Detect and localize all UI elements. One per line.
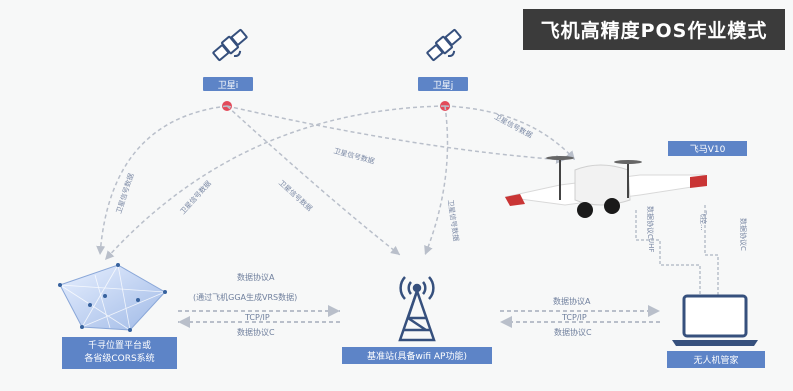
drone-icon [504, 156, 707, 218]
signal-line-i-drone [226, 105, 566, 164]
cors-line-1: 千寻位置平台或 [87, 341, 151, 351]
satellite-i-icon [212, 29, 248, 61]
drone-label: 飞马V10 [668, 141, 747, 156]
signal-line-j-drone [444, 105, 576, 161]
drone-link-left [635, 210, 701, 295]
cors-network-icon [58, 263, 167, 332]
page-title: 飞机高精度POS作业模式 [523, 9, 785, 50]
link-cors-base-top: 数据协议A [237, 273, 275, 282]
data-far-label: 数据协议C [739, 218, 747, 251]
cors-line-2: 各省级CORS系统 [84, 354, 155, 364]
signal-line-i-base [226, 105, 401, 256]
satellite-j-icon [426, 29, 462, 61]
drone-link-right [704, 205, 719, 295]
link-cors-base-top2: (通过飞机GGA生成VRS数据) [193, 293, 298, 302]
satellite-j-label: 卫星j [418, 77, 468, 91]
satellite-i-label: 卫星i [203, 77, 253, 91]
ground-control-label: 无人机管家 [667, 351, 765, 368]
laptop-icon [672, 294, 758, 346]
signal-line-j-cors [104, 105, 446, 261]
signal-line-i-cors [96, 105, 228, 256]
base-station-tower-icon [398, 276, 436, 342]
uhf-label: UHF [647, 238, 655, 253]
base-station-label: 基准站(具备wifi AP功能) [342, 347, 492, 364]
tx-label: 飞控... [699, 210, 707, 231]
data-right-label: 数据协议C [646, 206, 654, 239]
cors-system-label: 千寻位置平台或 各省级CORS系统 [62, 337, 177, 369]
link-cors-base-mid: TCP/IP [245, 313, 270, 322]
link-base-gcs-mid: TCP/IP [562, 313, 587, 322]
link-base-gcs-top: 数据协议A [553, 297, 591, 306]
signal-line-j-base [424, 105, 449, 256]
link-base-gcs-bottom: 数据协议C [554, 328, 592, 337]
link-cors-base-bottom: 数据协议C [237, 328, 275, 337]
